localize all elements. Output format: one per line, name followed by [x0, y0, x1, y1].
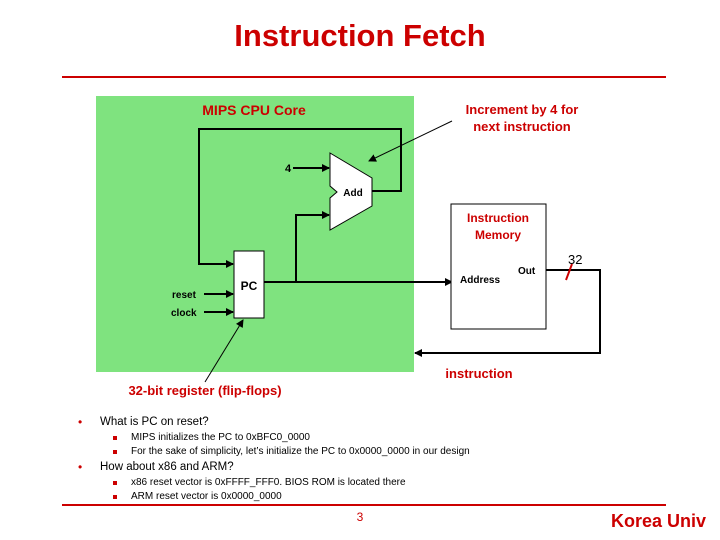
- address-label: Address: [460, 275, 500, 286]
- memory-title-line1: Instruction: [467, 211, 529, 225]
- increment-note-line2: next instruction: [473, 119, 571, 134]
- cpu-core-label: MIPS CPU Core: [202, 102, 306, 118]
- bullet-dot: •: [78, 415, 83, 429]
- adder-input-wire: [295, 211, 330, 282]
- instruction-label: instruction: [445, 366, 512, 381]
- sub-bullet-item: ARM reset vector is 0x0000_0000: [78, 490, 678, 504]
- bullet-list: • What is PC on reset? MIPS initializes …: [78, 414, 678, 504]
- sub-bullet-text: x86 reset vector is 0xFFFF_FFF0. BIOS RO…: [131, 477, 406, 488]
- memory-title-line2: Memory: [475, 228, 521, 242]
- out-label: Out: [518, 266, 536, 277]
- sub-bullet-item: For the sake of simplicity, let’s initia…: [78, 445, 678, 459]
- page-number: 3: [356, 510, 364, 524]
- pc-register: [233, 250, 265, 319]
- bullet-dot: •: [78, 460, 83, 474]
- register-pointer: [204, 319, 244, 383]
- clock-label: clock: [171, 308, 197, 319]
- bullet-item: • How about x86 and ARM?: [78, 459, 678, 476]
- slide-title: Instruction Fetch: [234, 18, 486, 53]
- sub-bullet-square: [113, 436, 117, 440]
- instruction-memory: [450, 203, 547, 330]
- cpu-core-region: [96, 96, 414, 372]
- register-note: 32-bit register (flip-flops): [128, 383, 281, 398]
- bullet-text: What is PC on reset?: [100, 416, 209, 428]
- reset-label: reset: [172, 290, 197, 301]
- bullet-text: How about x86 and ARM?: [100, 461, 234, 473]
- sub-bullet-item: MIPS initializes the PC to 0xBFC0_0000: [78, 431, 678, 445]
- adder-label: Add: [343, 188, 362, 199]
- increment-pointer: [368, 120, 453, 162]
- bus-width-slash: [565, 263, 573, 281]
- bus-width-label: 32: [568, 252, 582, 267]
- sub-bullet-text: For the sake of simplicity, let’s initia…: [131, 446, 470, 457]
- sub-bullet-square: [113, 481, 117, 485]
- adder-unit: [329, 152, 373, 231]
- footer-brand: Korea Univ: [610, 511, 706, 531]
- sub-bullet-text: MIPS initializes the PC to 0xBFC0_0000: [131, 432, 310, 443]
- sub-bullet-item: x86 reset vector is 0xFFFF_FFF0. BIOS RO…: [78, 476, 678, 490]
- bullet-item: • What is PC on reset?: [78, 414, 678, 431]
- increment-note-line1: Increment by 4 for: [466, 102, 579, 117]
- sub-bullet-text: ARM reset vector is 0x0000_0000: [131, 491, 282, 502]
- pc-label: PC: [241, 279, 258, 293]
- title-divider: [62, 76, 666, 78]
- sub-bullet-square: [113, 495, 117, 499]
- add-constant-label: 4: [285, 163, 292, 175]
- instruction-fetch-diagram: MIPS CPU Core Add 4 PC reset clock Instr…: [96, 96, 601, 398]
- sub-bullet-square: [113, 450, 117, 454]
- footer-divider: [62, 504, 666, 506]
- pc-feedback-wire: [198, 128, 402, 268]
- instruction-bus: [414, 269, 601, 357]
